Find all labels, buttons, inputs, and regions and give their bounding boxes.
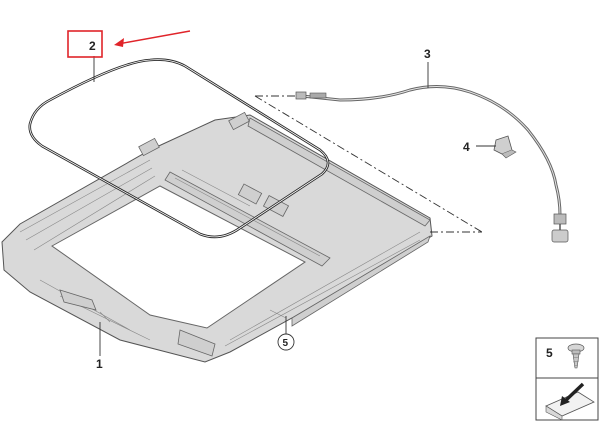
callout-labels: 2 3 4 1 5 bbox=[89, 39, 470, 371]
mounting-bracket bbox=[493, 135, 517, 159]
cable-end-fitting bbox=[295, 91, 307, 100]
callout-1: 1 bbox=[96, 357, 103, 371]
callout-5-circle bbox=[277, 333, 295, 351]
assembly-reference-lines bbox=[254, 95, 483, 233]
leader-lines bbox=[93, 56, 496, 356]
cable-connector bbox=[553, 213, 567, 225]
highlight-box bbox=[67, 30, 103, 58]
callout-3: 3 bbox=[424, 47, 431, 61]
sunroof-frame bbox=[1, 111, 433, 363]
legend-part-number: 5 bbox=[546, 346, 553, 360]
legend-panel: 5 bbox=[535, 337, 599, 421]
arrow-head-icon bbox=[114, 38, 124, 47]
drive-cable bbox=[295, 85, 569, 243]
callout-2: 2 bbox=[89, 39, 96, 53]
callout-5: 5 bbox=[283, 338, 289, 349]
highlight-annotation bbox=[67, 30, 191, 58]
screw-icon bbox=[567, 343, 585, 369]
cable-sleeve bbox=[309, 92, 327, 99]
highlight-arrow bbox=[117, 30, 191, 45]
callout-4: 4 bbox=[463, 140, 470, 154]
sunroof-seal bbox=[28, 58, 330, 239]
view-direction-icon bbox=[545, 382, 595, 421]
cable-plug bbox=[551, 229, 569, 243]
